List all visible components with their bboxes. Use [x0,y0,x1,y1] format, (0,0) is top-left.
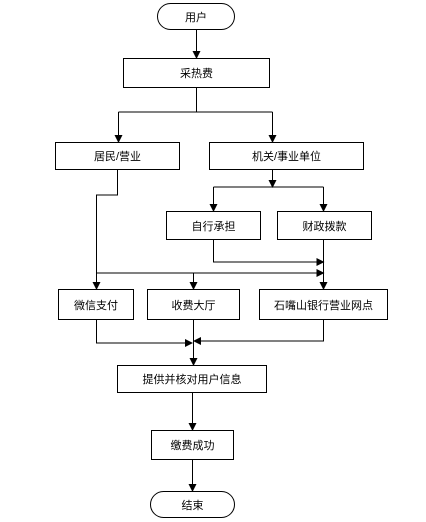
line-bank-to-merge [193,320,324,345]
wechat-pay-label: 微信支付 [74,299,118,312]
line-self-bear-to-channel [213,240,325,266]
line-resident-to-channel-trunk [92,170,118,290]
resident-business-process: 居民/营业 [55,142,180,170]
bank-outlet-label: 石嘴山银行营业网点 [274,299,373,312]
user-label: 用户 [185,11,207,24]
payment-success-process: 缴费成功 [151,430,234,460]
user-terminator: 用户 [157,3,235,30]
collect-fee-label: 采热费 [180,68,213,80]
line-wechat-to-merge [96,320,193,347]
payment-hall-label: 收费大厅 [171,299,216,312]
fiscal-allocation-label: 财政拨款 [302,220,347,233]
payment-channel-bank: 石嘴山银行营业网点 [259,289,388,320]
end-terminator: 结束 [150,491,235,518]
collect-fee-process: 采热费 [123,58,270,88]
self-bear-process: 自行承担 [166,211,261,240]
payment-channel-wechat: 微信支付 [58,289,134,320]
end-label: 结束 [181,499,204,512]
government-institution-label: 机关/事业单位 [251,151,322,163]
resident-business-label: 居民/营业 [93,151,142,163]
payment-channel-hall: 收费大厅 [147,289,240,320]
verify-info-label: 提供并核对用户信息 [142,374,242,386]
payment-success-label: 缴费成功 [170,440,215,452]
self-bear-label: 自行承担 [191,220,236,233]
verify-info-process: 提供并核对用户信息 [117,365,267,393]
government-institution-process: 机关/事业单位 [209,142,364,170]
fiscal-allocation-process: 财政拨款 [277,211,372,240]
